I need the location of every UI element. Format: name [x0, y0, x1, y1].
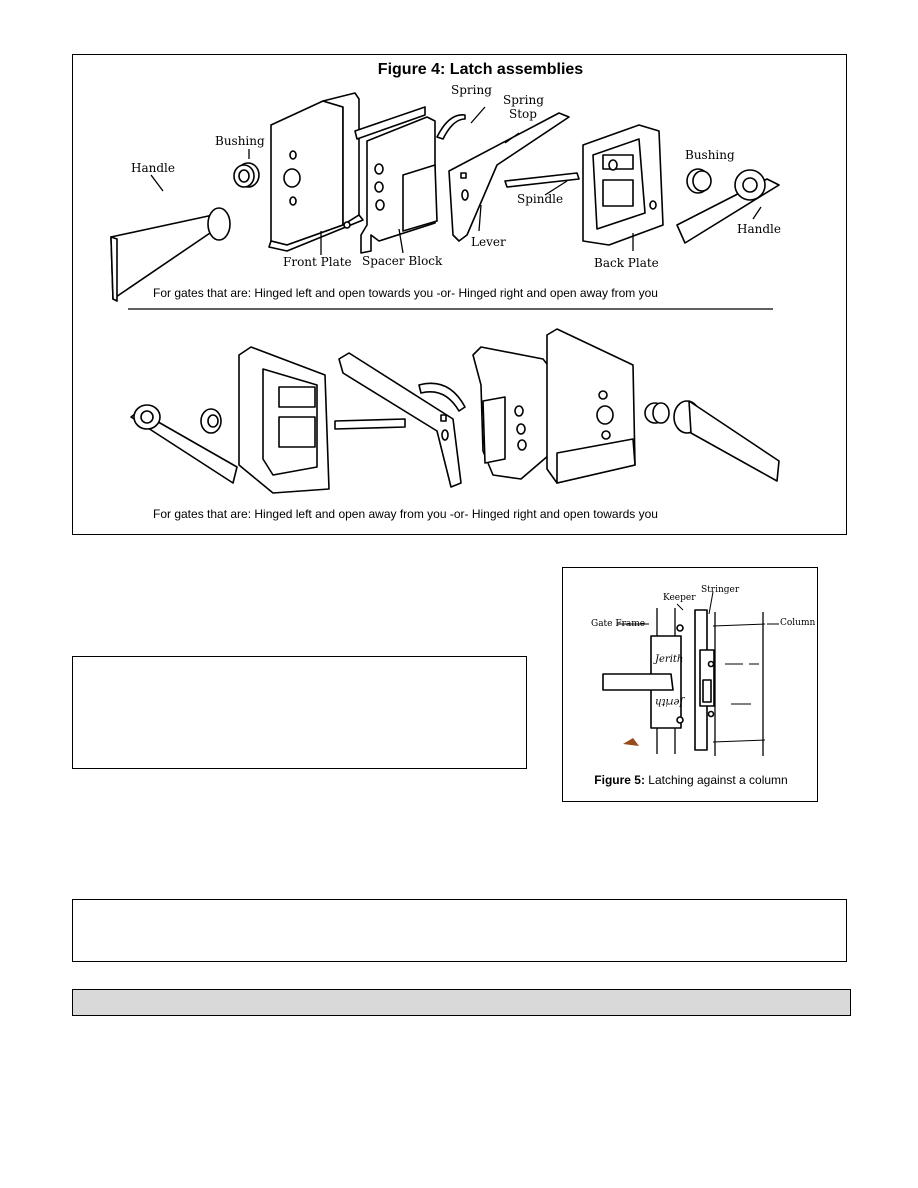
- note-box-2: [72, 899, 847, 962]
- figure-5-caption-text: Latching against a column: [644, 773, 788, 787]
- latch-assembly-drawing: [110, 92, 780, 494]
- label-spacer-block: Spacer Block: [362, 254, 443, 268]
- label-column: Column: [780, 618, 816, 628]
- section-bar: [72, 989, 851, 1016]
- figure-4-title: Figure 4: Latch assemblies: [377, 61, 584, 78]
- spindle-part: [504, 172, 580, 188]
- label-back-plate: Back Plate: [594, 256, 659, 270]
- label-stringer: Stringer: [701, 585, 740, 595]
- bushing-right-part: [686, 168, 712, 194]
- label-spindle: Spindle: [517, 192, 564, 206]
- label-front-plate: Front Plate: [283, 255, 352, 269]
- figure-5-caption: Figure 5: Latching against a column: [563, 773, 819, 787]
- spring-part: [436, 114, 466, 140]
- bushing-right-bottom-part: [644, 402, 670, 424]
- front-plate-bottom-part: [546, 328, 636, 484]
- spacer-block-bottom-part: [472, 346, 552, 480]
- spring-bottom-part: [418, 382, 466, 412]
- leader-lines: [150, 106, 762, 255]
- label-keeper: Keeper: [663, 593, 696, 603]
- handle-left-bottom-part: [130, 404, 238, 484]
- handle-right-bottom-part: [673, 400, 780, 482]
- small-mark: [623, 738, 639, 746]
- lever-bottom-part: [338, 352, 462, 488]
- brand-mark-top: Jerith: [655, 654, 684, 665]
- bushing-left-bottom-part: [200, 408, 222, 434]
- label-bushing-right: Bushing: [685, 148, 735, 162]
- label-spring-stop-1: Spring: [503, 93, 544, 107]
- caption-bottom: For gates that are: Hinged left and open…: [153, 507, 658, 521]
- label-handle-right: Handle: [737, 222, 781, 236]
- note-box-1: [72, 656, 527, 769]
- figure-4-panel: Figure 4: Latch assemblies: [72, 54, 847, 535]
- lever-part: [448, 112, 570, 242]
- bushing-left-part: [233, 162, 260, 188]
- label-handle-left: Handle: [131, 161, 175, 175]
- brand-mark-bottom: Jerith: [655, 696, 684, 707]
- figure-5-panel: Stringer Keeper Gate Frame Column Jerith…: [562, 567, 818, 802]
- caption-top: For gates that are: Hinged left and open…: [153, 286, 658, 300]
- front-plate-part: [268, 92, 364, 252]
- label-gate-frame: Gate Frame: [591, 619, 646, 629]
- label-spring: Spring: [451, 83, 492, 97]
- label-spring-stop-2: Stop: [509, 107, 537, 121]
- spacer-block-part: [354, 106, 438, 254]
- label-lever: Lever: [471, 235, 506, 249]
- figure-5-caption-prefix: Figure 5:: [594, 773, 645, 787]
- handle-right-part: [676, 169, 780, 244]
- latching-against-column-drawing: [602, 591, 779, 756]
- label-bushing-left: Bushing: [215, 134, 265, 148]
- spindle-bottom-part: [334, 418, 406, 430]
- handle-left-part: [110, 207, 231, 302]
- back-plate-bottom-part: [238, 346, 330, 494]
- back-plate-part: [582, 124, 664, 246]
